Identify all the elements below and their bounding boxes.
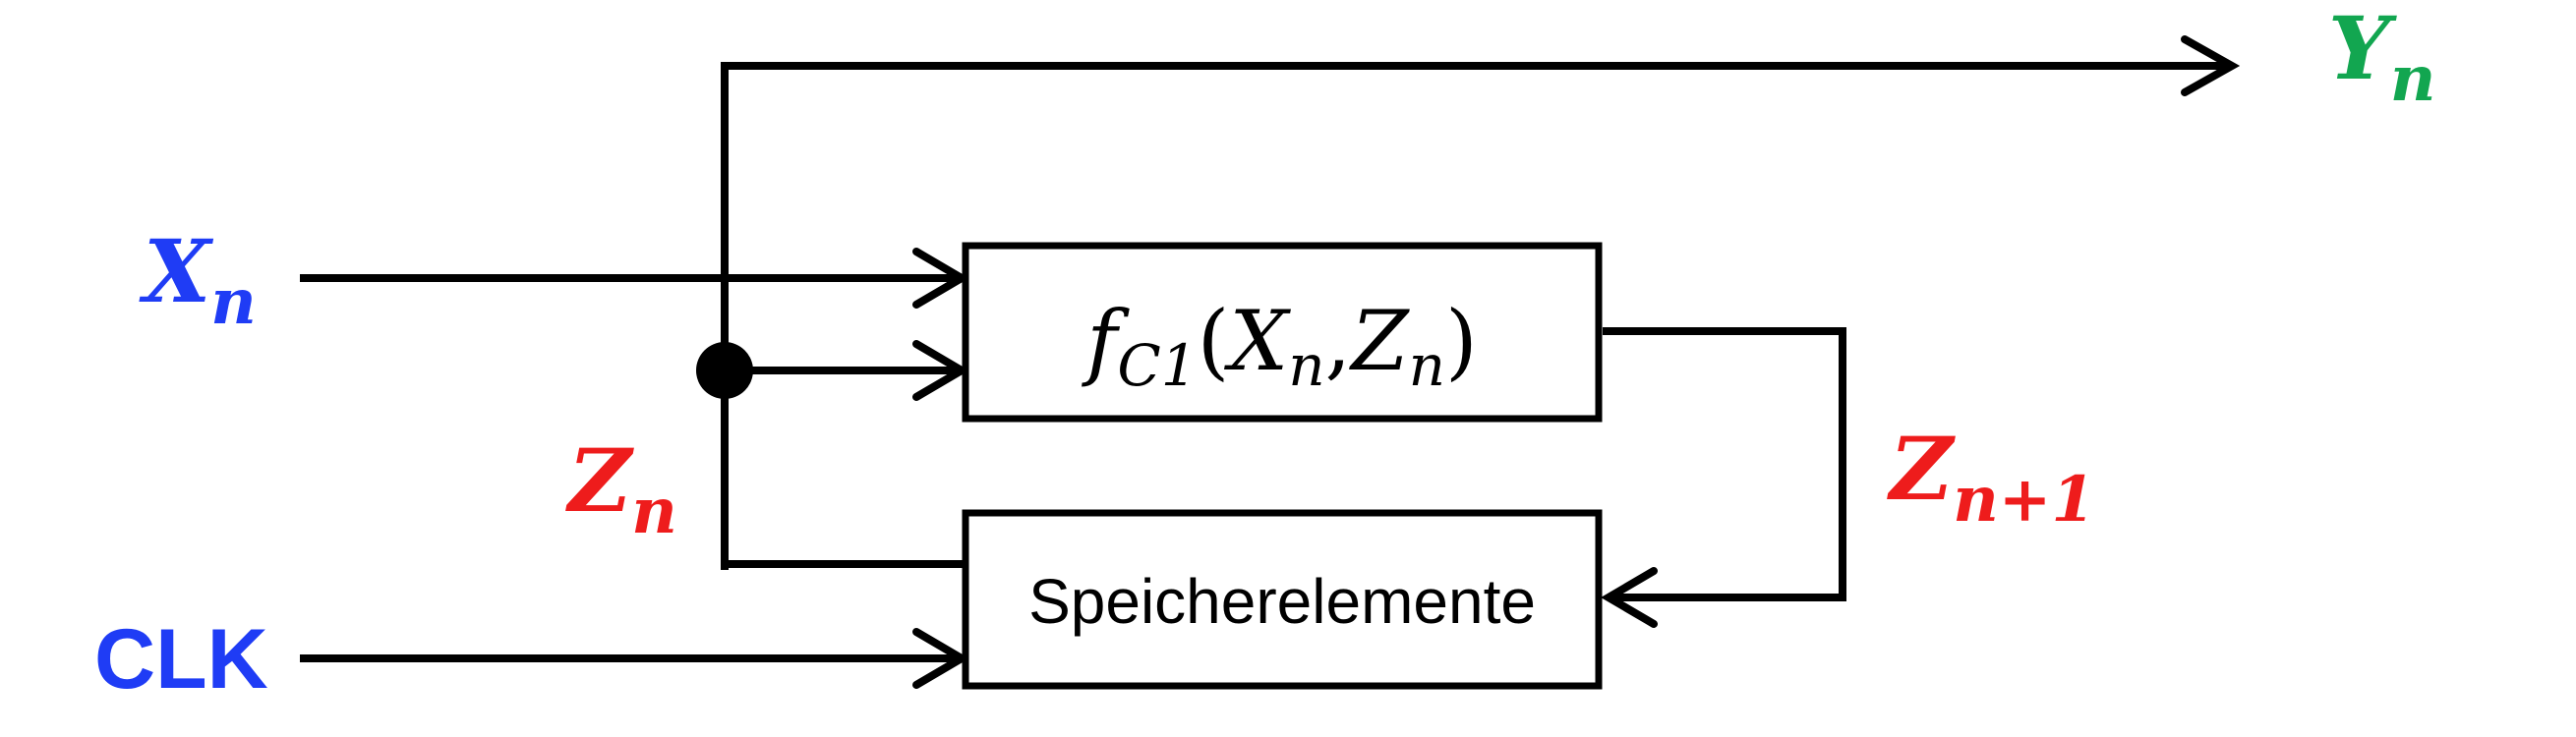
next-state-label: Zn+1 <box>1887 418 2095 537</box>
memory-block-label: Speicherelemente <box>1028 566 1536 637</box>
function-block <box>962 242 1603 423</box>
function-open-paren: ( <box>1198 293 1230 389</box>
function-close-paren: ) <box>1445 293 1478 389</box>
clock-label: CLK <box>94 612 268 707</box>
function-arg1: X <box>1223 293 1291 389</box>
output-arrowhead <box>2181 35 2241 96</box>
memory-block <box>962 509 1603 690</box>
input-label: Xn <box>139 220 257 339</box>
function-arg1-subscript: n <box>1288 332 1324 399</box>
next-state-arrowhead <box>1601 567 1658 628</box>
junction-dot <box>696 342 753 399</box>
function-arg2: Z <box>1348 293 1410 389</box>
function-arg2-subscript: n <box>1409 332 1445 399</box>
function-comma: , <box>1325 293 1352 389</box>
input-arrowhead <box>912 248 969 309</box>
output-wire <box>721 62 2232 570</box>
state-feed-arrowhead <box>912 340 969 401</box>
function-block-formula: fC1(Xn,Zn) <box>1081 293 1478 399</box>
clock-arrowhead <box>912 628 969 689</box>
output-label: Yn <box>2328 0 2435 116</box>
next-state-wire <box>1603 327 1846 601</box>
state-label: Zn <box>565 429 677 548</box>
function-f-subscript: C1 <box>1117 332 1197 399</box>
